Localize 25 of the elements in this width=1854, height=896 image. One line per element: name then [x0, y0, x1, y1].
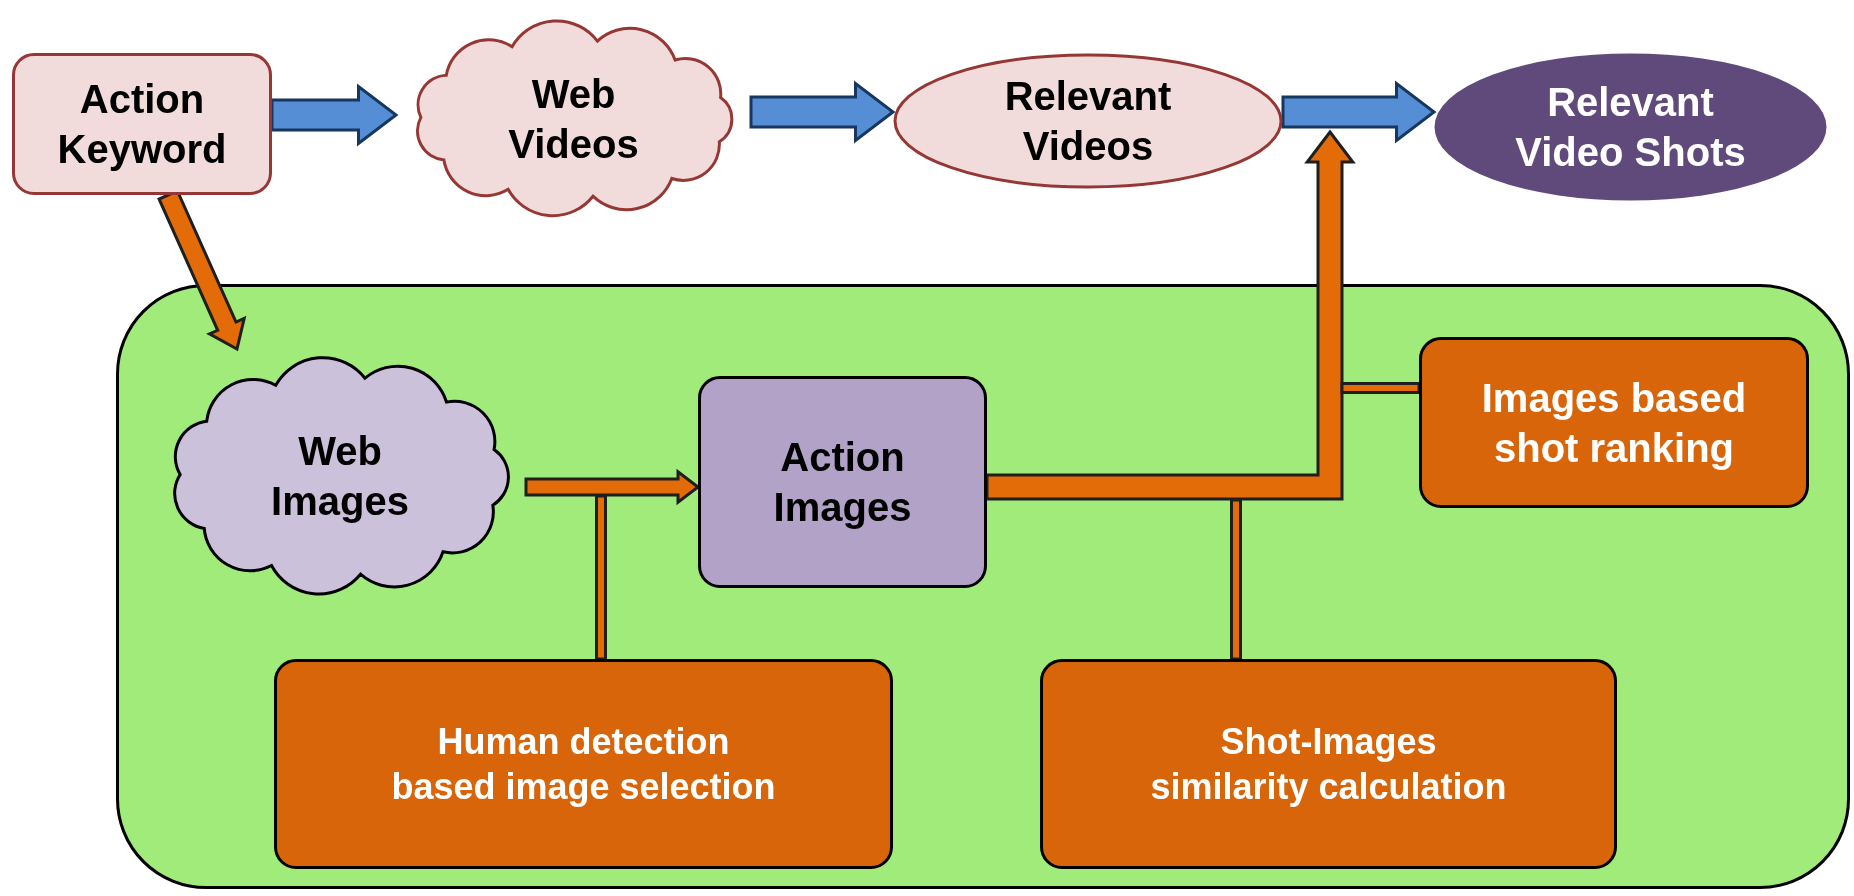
- connector-line: [1340, 382, 1421, 394]
- ellipse-node: [1434, 53, 1827, 201]
- node-text: Shot-Images similarity calculation: [1149, 720, 1508, 809]
- block-arrow: [985, 129, 1356, 501]
- connector-line: [1230, 498, 1242, 661]
- node-text: Web Videos: [507, 70, 640, 168]
- node-text: Images based shot ranking: [1480, 374, 1748, 472]
- connector-line: [595, 494, 607, 661]
- node-text: Action Images: [772, 434, 913, 531]
- block-arrow: [1281, 80, 1437, 144]
- block-arrow: [524, 468, 701, 506]
- process-box: [12, 53, 272, 195]
- process-box: [274, 659, 893, 869]
- process-box: [698, 376, 987, 588]
- ellipse-node: [893, 53, 1283, 189]
- node-text: Relevant Videos: [1003, 73, 1173, 170]
- process-box: [1419, 337, 1809, 508]
- node-text: Web Images: [270, 428, 410, 525]
- group-panel: [116, 284, 1850, 889]
- block-arrow: [749, 80, 896, 144]
- node-text: Relevant Video Shots: [1514, 79, 1747, 176]
- process-box: [1040, 659, 1617, 869]
- block-arrow: [270, 83, 399, 147]
- node-text: Action Keyword: [56, 76, 228, 173]
- node-text: Human detection based image selection: [390, 720, 777, 809]
